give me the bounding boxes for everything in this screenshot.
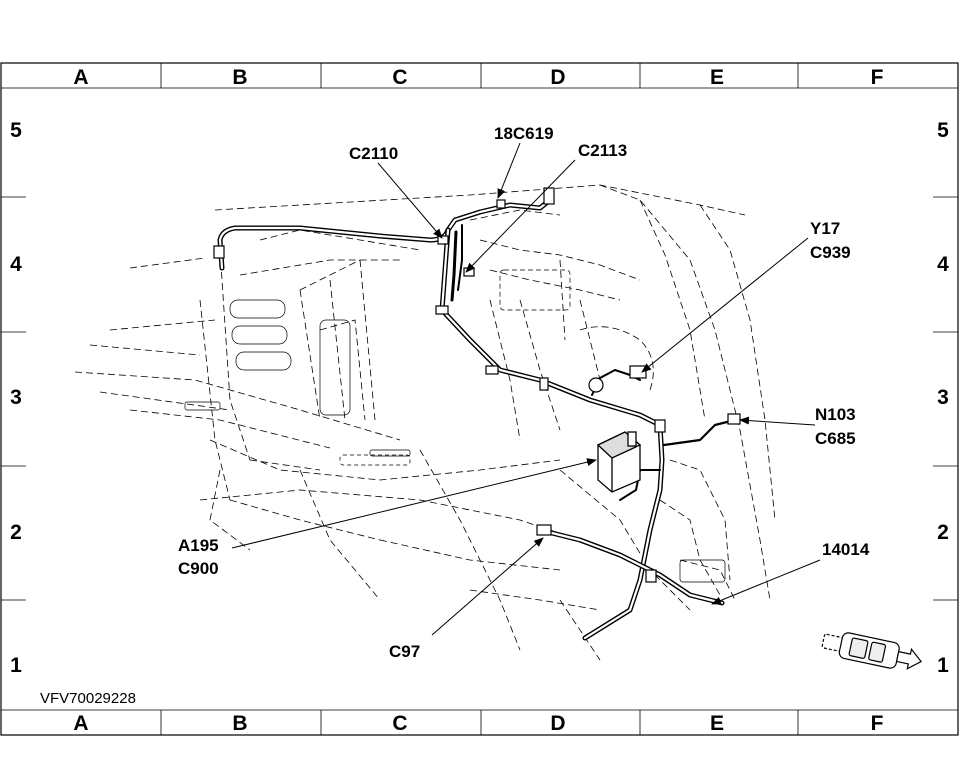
vehicle-forward-arrow-icon: [821, 632, 923, 670]
row-label: 5: [10, 119, 22, 142]
row-label: 1: [937, 654, 949, 677]
row-label: 2: [10, 521, 22, 544]
row-label: 4: [937, 253, 949, 276]
label-14014: 14014: [822, 540, 870, 559]
label-18c619: 18C619: [494, 124, 554, 143]
column-label: B: [232, 66, 247, 89]
label-a195: A195: [178, 536, 219, 555]
column-label: D: [550, 712, 565, 735]
label-y17: Y17: [810, 219, 840, 238]
wiring-harness: [217, 197, 737, 641]
label-c685: C685: [815, 429, 856, 448]
figure-reference-id: VFV70029228: [40, 690, 136, 707]
label-c2113: C2113: [578, 141, 627, 160]
connector-c97: [536, 524, 552, 536]
harness-connectors: [213, 187, 741, 583]
column-label: E: [710, 66, 724, 89]
column-label: C: [392, 66, 407, 89]
row-label: 4: [10, 253, 22, 276]
label-c939: C939: [810, 243, 851, 262]
connector-left-end: [213, 245, 225, 259]
column-label: F: [871, 66, 884, 89]
connector-y17-c939: [629, 365, 647, 379]
column-label: D: [550, 66, 565, 89]
module-a195-c900: [596, 431, 642, 493]
row-label: 3: [937, 386, 949, 409]
column-label: E: [710, 712, 724, 735]
column-label: C: [392, 712, 407, 735]
column-labels-top: A B C D E F: [73, 66, 883, 89]
ring-terminal: [588, 377, 604, 393]
callout-leaders: [231, 142, 821, 636]
label-n103: N103: [815, 405, 856, 424]
connector-n103-c685: [727, 413, 741, 425]
column-labels-bottom: A B C D E F: [73, 712, 883, 735]
row-labels-left: 5 4 3 2 1: [10, 119, 22, 677]
column-label: A: [73, 66, 88, 89]
row-labels-right: 5 4 3 2 1: [937, 119, 949, 677]
label-c2110: C2110: [349, 144, 398, 163]
vehicle-body-outline: [74, 184, 776, 661]
row-label: 2: [937, 521, 949, 544]
diagram-frame: [0, 62, 959, 736]
callout-labels: C2110 18C619 C2113 Y17 C939 N103 C685 A1…: [178, 124, 870, 661]
column-label: B: [232, 712, 247, 735]
connector-c2110: [437, 235, 449, 245]
row-label: 5: [937, 119, 949, 142]
column-label: F: [871, 712, 884, 735]
row-label: 3: [10, 386, 22, 409]
connector-top-end: [543, 187, 555, 205]
connector-18c619: [496, 199, 506, 209]
body-detail-panels: [184, 269, 726, 583]
row-label: 1: [10, 654, 22, 677]
label-c97: C97: [389, 642, 420, 661]
column-label: A: [73, 712, 88, 735]
label-c900: C900: [178, 559, 219, 578]
